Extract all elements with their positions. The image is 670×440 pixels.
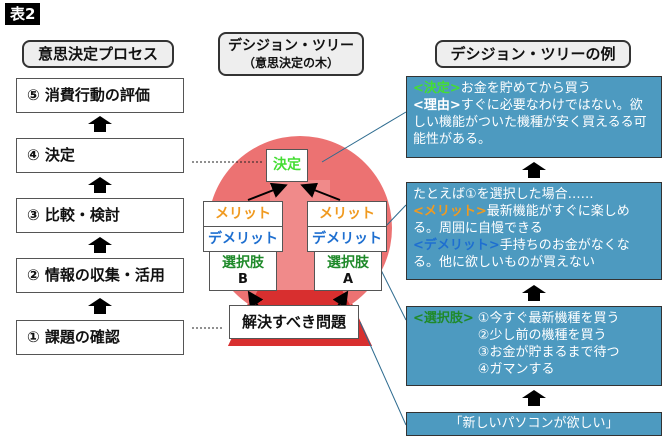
reason-text: すぐに必要なわけではない。欲しい機能がついた機種が安く買えるる可能性がある。 [413, 98, 647, 147]
step-5: ⑤ 消費行動の評価 [16, 78, 184, 113]
figure-tag: 表2 [5, 3, 41, 25]
decision-text: お金を貯めてから買う [460, 81, 591, 96]
step-2: ② 情報の収集・活用 [16, 258, 184, 293]
step-1: ① 課題の確認 [16, 320, 184, 355]
up-arrow-icon [88, 116, 112, 132]
process-title: 意思決定プロセス [22, 40, 174, 68]
demerit-a: デメリット [307, 226, 387, 252]
choice-b: 選択肢 B [209, 251, 277, 291]
merit-tag: <メリット> [413, 204, 487, 219]
demerit-text: 手持ちのお金がなくなる。他に欲しいものが買えない [413, 238, 630, 270]
choice-a: 選択肢 A [314, 251, 382, 291]
leader-choice [379, 267, 407, 321]
merit-text: 最新機能がすぐに楽しめる。周囲に自慢できる [413, 204, 630, 236]
choice-option: ③お金が貯まるまで待つ [477, 345, 620, 360]
tree-title: デシジョン・ツリー （意思決定の木） [218, 32, 364, 76]
up-arrow-icon [88, 237, 112, 253]
demerit-tag: <デメリット> [413, 238, 500, 253]
problem-panel: 「新しいパソコンが欲しい」 [406, 412, 662, 436]
leader-problem [359, 321, 407, 426]
up-arrow-icon [522, 162, 546, 178]
choice-options: ①今すぐ最新機種を買う ②少し前の機種を買う ③お金が貯まるまで待つ ④ガマンす… [478, 310, 620, 382]
choice-a-label: 選択肢 [327, 255, 369, 271]
arrow-b-to-decide [247, 182, 288, 201]
decision-panel: <決定>お金を貯めてから買う <理由>すぐに必要なわけではない。欲しい機能がつい… [406, 76, 662, 158]
step-4: ④ 決定 [16, 138, 184, 173]
choice-option: ②少し前の機種を買う [477, 328, 607, 343]
leader-merit [385, 204, 407, 227]
choice-b-label: 選択肢 [222, 255, 264, 271]
merit-panel: たとえば①を選択した場合…… <メリット>最新機能がすぐに楽しめる。周囲に自慢で… [406, 182, 662, 280]
tree-title-line1: デシジョン・ツリー [228, 38, 354, 54]
arrow-a-to-decide [300, 182, 341, 201]
up-arrow-icon [522, 390, 546, 406]
decision-tag: <決定> [413, 81, 461, 96]
leader-decide [321, 111, 407, 163]
up-arrow-icon [88, 298, 112, 314]
decision-node: 決定 [266, 149, 308, 182]
tree-title-line2: （意思決定の木） [242, 56, 339, 70]
choice-option: ④ガマンする [477, 362, 555, 377]
choice-b-letter: B [238, 272, 248, 287]
up-arrow-icon [88, 177, 112, 193]
choice-panel: <選択肢> ①今すぐ最新機種を買う ②少し前の機種を買う ③お金が貯まるまで待つ… [406, 306, 662, 386]
merit-a: メリット [307, 201, 387, 227]
merit-intro: たとえば①を選択した場合…… [413, 187, 594, 202]
reason-tag: <理由> [413, 98, 461, 113]
step-3: ③ 比較・検討 [16, 198, 184, 233]
problem-node: 解決すべき問題 [229, 305, 359, 339]
up-arrow-icon [522, 285, 546, 301]
example-title: デシジョン・ツリーの例 [435, 40, 631, 68]
merit-b: メリット [203, 201, 283, 227]
choice-option: ①今すぐ最新機種を買う [477, 311, 620, 326]
choice-a-letter: A [342, 272, 354, 287]
demerit-b: デメリット [203, 226, 283, 252]
choice-tag: <選択肢> [413, 311, 474, 326]
